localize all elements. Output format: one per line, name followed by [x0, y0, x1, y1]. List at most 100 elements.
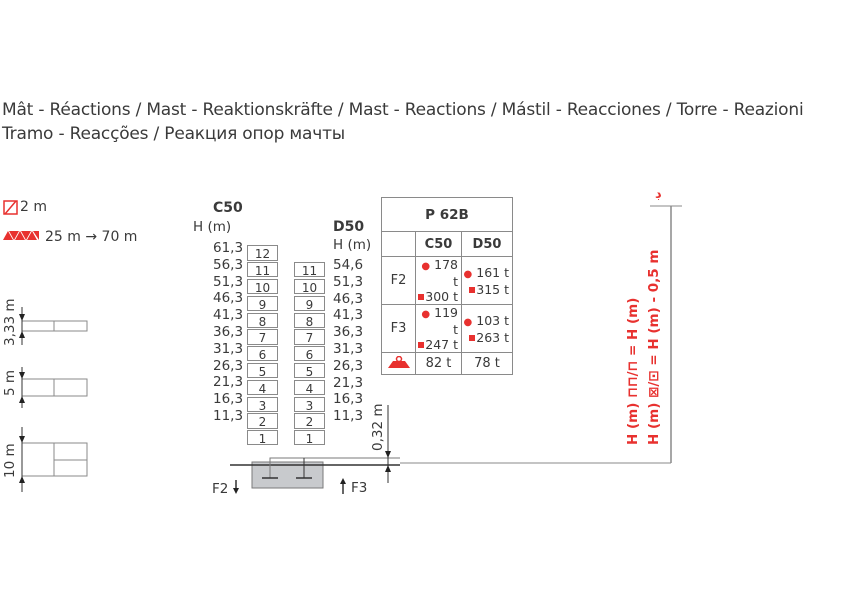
table-title: P 62B: [381, 197, 513, 232]
f2-c50-dot-value: 178 t: [434, 257, 458, 289]
force-f3-label: F3: [351, 480, 368, 496]
mast-segment: 5: [247, 363, 278, 379]
f3-d50-cell: ● 103 t 263 t: [461, 304, 513, 353]
height-value: 61,3: [213, 240, 244, 256]
force-f2-label: F2: [212, 481, 229, 497]
table-row: F2 ● 178 t 300 t ● 161 t 315 t: [381, 256, 513, 305]
mast-segment: 8: [247, 312, 278, 329]
weight-c50: 82 t: [415, 352, 462, 375]
jib-icon: [3, 231, 39, 240]
foundation-drawing: [230, 405, 400, 494]
section-height-3-33: 3,33 m: [2, 298, 18, 346]
height-value: 11,3: [213, 407, 244, 424]
mast-segment: 4: [294, 379, 325, 396]
height-value: 51,3: [213, 273, 244, 290]
table-row: 82 t 78 t: [381, 352, 513, 375]
square-icon: [418, 294, 425, 300]
f3-c50-dot-value: 119 t: [434, 305, 458, 337]
row-label-f3: F3: [381, 304, 416, 353]
mast-segment: 9: [247, 295, 278, 312]
height-value: 16,3: [213, 391, 244, 408]
mast-segment: 5: [294, 363, 325, 379]
height-formula-2: H (m) ⊠/⊡ = H (m) - 0,5 m: [646, 249, 662, 445]
height-value: 54,6: [333, 257, 364, 273]
f3-d50-dot-value: 103 t: [476, 312, 509, 328]
height-value: 31,3: [333, 340, 364, 357]
height-value: 56,3: [213, 256, 244, 273]
f2-c50-cell: ● 178 t 300 t: [415, 256, 462, 305]
dot-icon: ●: [463, 316, 473, 328]
height-value: 36,3: [333, 324, 364, 341]
height-value: 31,3: [213, 340, 244, 357]
f2-d50-cell: ● 161 t 315 t: [461, 256, 513, 305]
weight-icon: [387, 355, 410, 368]
f2-d50-square-value: 315 t: [476, 281, 509, 297]
mast-segment: 3: [247, 396, 278, 413]
mast-segment: 3: [294, 396, 325, 413]
height-bracket: [400, 205, 682, 464]
c50-height-header: H (m): [193, 219, 232, 235]
f2-c50-square-value: 300 t: [425, 289, 458, 304]
f3-c50-cell: ● 119 t 247 t: [415, 304, 462, 353]
col-header-d50: D50: [461, 231, 513, 257]
dot-icon: ●: [421, 309, 431, 320]
height-value: 41,3: [333, 307, 364, 324]
height-value: 21,3: [213, 374, 244, 391]
mast-segment: 2: [247, 413, 278, 429]
f3-arrow-icon: [340, 478, 346, 484]
dot-icon: ●: [421, 261, 431, 272]
section-length-label: 2 m: [20, 199, 47, 215]
section-height-5: 5 m: [2, 369, 18, 396]
height-value: 36,3: [213, 323, 244, 340]
mast-segment: 2: [294, 413, 325, 429]
height-value: 46,3: [213, 290, 244, 307]
weight-icon-cell: [381, 352, 416, 375]
f3-c50-square-value: 247 t: [425, 337, 458, 352]
height-value: 51,3: [333, 273, 364, 290]
height-value: 16,3: [333, 391, 364, 408]
foundation-block: [251, 461, 324, 489]
title-line-2: Tramo - Reacções / Реакция опор мачты: [2, 124, 346, 144]
offset-label: 0,32 m: [370, 403, 386, 451]
mast-section-diagrams: [19, 307, 88, 492]
mast-segment: 4: [247, 379, 278, 396]
height-value: 26,3: [333, 357, 364, 374]
mast-segment: 1: [294, 430, 325, 446]
section-height-10: 10 m: [2, 443, 18, 478]
f3-d50-square-value: 263 t: [476, 329, 509, 345]
height-formula-1: H (m) ⊓⊓/⊓ = H (m): [625, 297, 641, 445]
mast-segment: 10: [247, 279, 278, 295]
table-row: F3 ● 119 t 247 t ● 103 t 263 t: [381, 304, 513, 353]
mast-segment: 11: [247, 262, 278, 278]
row-label-f2: F2: [381, 256, 416, 305]
square-icon: [418, 342, 425, 348]
square-icon: [469, 286, 476, 293]
col-header-c50: C50: [415, 231, 462, 257]
mast-segment: 6: [294, 346, 325, 362]
mast-segment: 11: [294, 262, 325, 278]
weight-d50: 78 t: [461, 352, 513, 375]
top-marker: ڊ: [655, 187, 661, 202]
f2-d50-dot-value: 161 t: [476, 264, 509, 280]
reaction-table: P 62B C50 D50 F2 ● 178 t 300 t ● 161 t 3…: [381, 197, 513, 375]
height-value: 46,3: [333, 290, 364, 307]
mast-segment: 1: [247, 430, 278, 446]
mast-segment: 6: [247, 346, 278, 362]
mast-segment: 10: [294, 279, 325, 295]
jib-range-label: 25 m → 70 m: [45, 229, 138, 245]
f2-arrow-icon: [233, 488, 239, 494]
c50-label: C50: [213, 200, 243, 216]
height-value: 21,3: [333, 374, 364, 391]
mast-segment: 7: [247, 329, 278, 345]
height-value: 26,3: [213, 357, 244, 374]
title-line-1: Mât - Réactions / Mast - Reaktionskräfte…: [2, 100, 804, 120]
mast-section-icon: [3, 200, 18, 215]
height-value: 41,3: [213, 307, 244, 324]
mast-segment: 9: [294, 295, 325, 312]
height-value: 11,3: [333, 408, 364, 425]
mast-segment: 8: [294, 312, 325, 329]
dot-icon: ●: [463, 268, 473, 280]
square-icon: [469, 334, 476, 341]
